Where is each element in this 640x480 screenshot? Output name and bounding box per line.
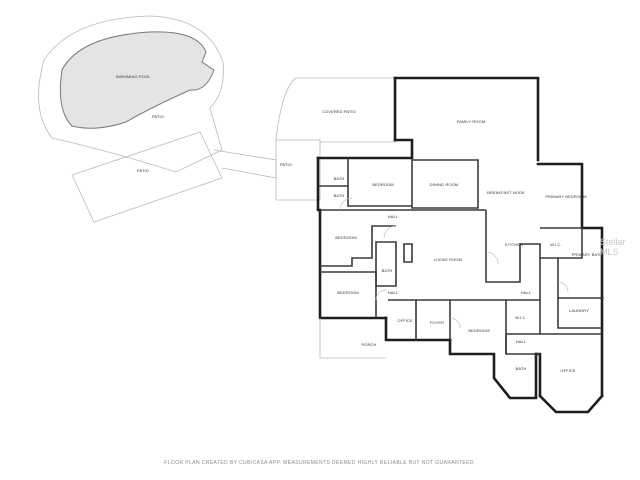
pool-deck-outline [38, 15, 224, 173]
interior-wall-bedroom-center [450, 299, 507, 354]
fireplace [403, 243, 413, 263]
room-label-bedroom-left: BEDROOM [335, 235, 356, 240]
room-label-breakfast-nook: BREAKFAST NOOK [487, 190, 525, 195]
interior-wall-hall-bottom [505, 334, 540, 355]
exterior-wall-porch-right [384, 316, 452, 342]
exterior-wall-right-top [536, 162, 604, 300]
patio-left-outline [71, 131, 223, 223]
room-label-hall-right: HALL [521, 290, 532, 295]
room-label-wic-upper: W.I.C. [550, 242, 562, 247]
room-label-kitchen: KITCHEN [505, 242, 523, 247]
door-swing [339, 197, 353, 211]
watermark: Stellar MLS [600, 237, 626, 257]
room-label-bath-lower: BATH [334, 193, 345, 198]
room-label-patio-left: PATIO [137, 168, 149, 173]
footer-disclaimer: FLOOR PLAN CREATED BY CUBICASA APP. MEAS… [164, 460, 476, 466]
interior-wall-primary-bath [557, 258, 602, 299]
room-label-primary-bedroom: PRIMARY BEDROOM [545, 194, 586, 199]
room-label-hall-lower: HALL [388, 290, 399, 295]
room-label-porch: PORCH [362, 342, 377, 347]
room-label-bath-upper: BATH [334, 176, 345, 181]
door-swing [557, 281, 569, 293]
room-label-bath-bottom: BATH [516, 366, 527, 371]
door-swing [375, 289, 387, 301]
room-label-wic-lower: W.I.C. [515, 315, 527, 320]
room-label-swimming-pool: SWIMMING POOL [116, 74, 152, 79]
room-label-laundry: LAUNDRY [569, 308, 589, 313]
interior-wall-kitchen [485, 210, 541, 300]
covered-patio-outline [275, 77, 397, 143]
swimming-pool [59, 31, 215, 129]
room-label-covered-patio: COVERED PATIO [322, 109, 356, 114]
exterior-wall-top-family [393, 76, 540, 162]
room-label-bedroom-center: BEDROOM [468, 328, 489, 333]
interior-wall-dining [411, 159, 479, 209]
porch-outline [319, 318, 386, 359]
room-label-living-room: LIVING ROOM [434, 257, 462, 262]
door-swing [449, 317, 461, 329]
room-label-patio-upper: PATIO [152, 114, 164, 119]
room-label-foyer: FOYER [430, 320, 444, 325]
interior-wall-bath-middle [375, 241, 397, 287]
room-label-bedroom-top: BEDROOM [372, 182, 393, 187]
room-label-office-small: OFFICE [397, 318, 412, 323]
room-label-hall-bottom: HALL [516, 339, 527, 344]
interior-wall-wic-upper [540, 227, 583, 259]
door-swing [383, 225, 397, 239]
door-swing [485, 251, 499, 265]
interior-wall-wic-lower [506, 299, 541, 335]
room-label-primary-bath: PRIMARY BATH [572, 252, 603, 257]
exterior-wall-upper-left [316, 138, 414, 160]
patio-connector-outline [213, 149, 277, 179]
interior-wall-laundry [557, 298, 602, 329]
room-label-family-room: FAMILY ROOM [457, 119, 486, 124]
interior-wall-bedroom-lower [320, 271, 377, 318]
room-label-bath-middle: BATH [382, 268, 393, 273]
room-label-patio-small: PATIO [280, 162, 292, 167]
exterior-wall-bottom [448, 338, 538, 400]
room-label-dining-room: DINING ROOM [430, 182, 459, 187]
room-label-office-right: OFFICE [560, 368, 575, 373]
patio-small-outline [275, 139, 321, 201]
room-label-hall-upper: HALL [388, 214, 399, 219]
exterior-wall-bay [538, 394, 604, 414]
room-label-bedroom-lower-left: BEDROOM [337, 290, 358, 295]
interior-wall-bedroom-left [320, 225, 396, 267]
interior-wall-bedroom-top [347, 158, 412, 207]
